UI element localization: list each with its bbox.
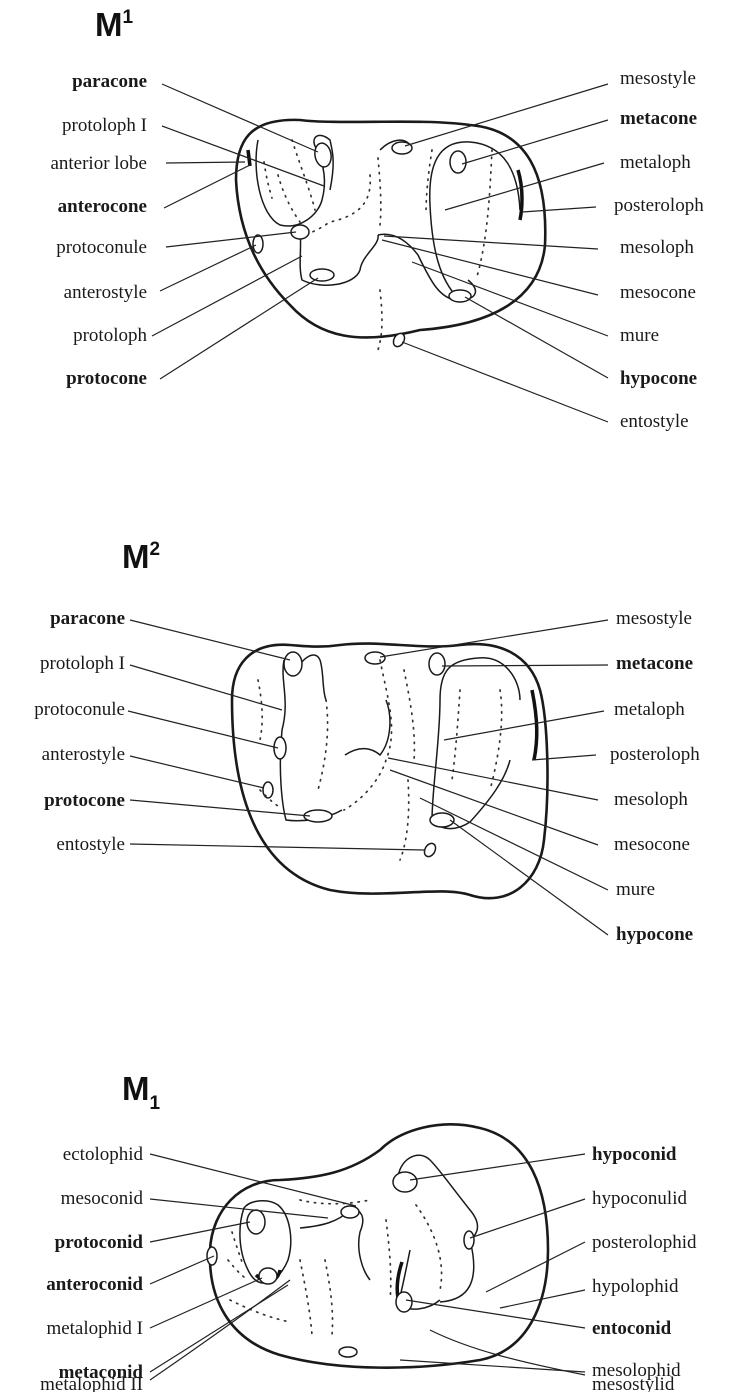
- m1-label-mure: mure: [620, 325, 659, 346]
- m1-lower-title: M1: [122, 1070, 161, 1114]
- m1-lower-label-posterolophid: posterolophid: [592, 1232, 697, 1253]
- m2-label-metacone: metacone: [616, 653, 693, 674]
- m1-label-mesostyle: mesostyle: [620, 68, 696, 89]
- m2-left-labels: paracone protoloph I protoconule anteros…: [34, 608, 125, 855]
- m2-label-mure: mure: [616, 879, 655, 900]
- m1-label-hypocone: hypocone: [620, 368, 697, 389]
- m1-lower-label-hypolophid: hypolophid: [592, 1276, 679, 1297]
- m1-lower-label-hypoconulid: hypoconulid: [592, 1188, 687, 1209]
- m1-label-posteroloph: posteroloph: [614, 195, 704, 216]
- m2-tooth-drawing: [232, 644, 547, 899]
- m1-label-protocone: protocone: [66, 368, 147, 389]
- m1-lower-label-metalophid-ii: metalophid II: [40, 1374, 143, 1392]
- m2-label-entostyle: entostyle: [56, 834, 125, 855]
- m2-label-hypocone: hypocone: [616, 924, 693, 945]
- m1-lower-label-protoconid: protoconid: [55, 1232, 144, 1253]
- m1-lower-label-mesoconid: mesoconid: [61, 1188, 144, 1209]
- m1-panel: M1: [50, 6, 704, 432]
- m1-label-anterocone: anterocone: [58, 196, 147, 217]
- m1-label-mesoloph: mesoloph: [620, 237, 694, 258]
- m1-tooth-drawing: [236, 120, 545, 350]
- m1-lower-tooth-drawing: [207, 1124, 548, 1367]
- m2-label-mesoloph: mesoloph: [614, 789, 688, 810]
- m1-label-entostyle: entostyle: [620, 411, 689, 432]
- m2-label-posteroloph: posteroloph: [610, 744, 700, 765]
- m1-lower-label-hypoconid: hypoconid: [592, 1144, 677, 1165]
- m1-lower-label-mesostylid: mesostylid: [592, 1374, 675, 1392]
- m1-lower-leader-lines: [150, 1154, 585, 1380]
- m2-label-anterostyle: anterostyle: [42, 744, 125, 765]
- m1-left-labels: paracone protoloph I anterior lobe anter…: [50, 71, 147, 389]
- m2-label-paracone: paracone: [50, 608, 125, 629]
- m1-lower-label-ectolophid: ectolophid: [63, 1144, 144, 1165]
- m1-label-protoloph-i: protoloph I: [62, 115, 147, 136]
- m1-leader-lines: [152, 84, 608, 422]
- m1-lower-label-anteroconid: anteroconid: [46, 1274, 143, 1295]
- m2-right-labels: mesostyle metacone metaloph posteroloph …: [610, 608, 700, 945]
- m2-label-protoloph-i: protoloph I: [40, 653, 125, 674]
- m2-label-protoconule: protoconule: [34, 699, 125, 720]
- m1-label-protoloph: protoloph: [73, 325, 147, 346]
- m1-lower-label-metalophid-i: metalophid I: [46, 1318, 143, 1339]
- m1-lower-panel: M1: [40, 1070, 697, 1392]
- m1-lower-label-entoconid: entoconid: [592, 1318, 672, 1339]
- m2-panel: M2: [34, 538, 700, 945]
- m1-label-anterostyle: anterostyle: [64, 282, 147, 303]
- m1-lower-left-labels: ectolophid mesoconid protoconid anteroco…: [40, 1144, 143, 1392]
- m1-label-paracone: paracone: [72, 71, 147, 92]
- m2-title: M2: [122, 538, 160, 575]
- m2-label-protocone: protocone: [44, 790, 125, 811]
- m1-label-metacone: metacone: [620, 108, 697, 129]
- m1-label-anterior-lobe: anterior lobe: [50, 153, 147, 174]
- m2-label-metaloph: metaloph: [614, 699, 685, 720]
- m1-lower-right-labels: hypoconid hypoconulid posterolophid hypo…: [592, 1144, 697, 1392]
- m1-label-protoconule: protoconule: [56, 237, 147, 258]
- m1-label-mesocone: mesocone: [620, 282, 696, 303]
- m2-leader-lines: [128, 620, 608, 935]
- m1-label-metaloph: metaloph: [620, 152, 691, 173]
- m2-label-mesostyle: mesostyle: [616, 608, 692, 629]
- m2-label-mesocone: mesocone: [614, 834, 690, 855]
- m1-right-labels: mesostyle metacone metaloph posteroloph …: [614, 68, 704, 432]
- m1-title: M1: [95, 6, 134, 43]
